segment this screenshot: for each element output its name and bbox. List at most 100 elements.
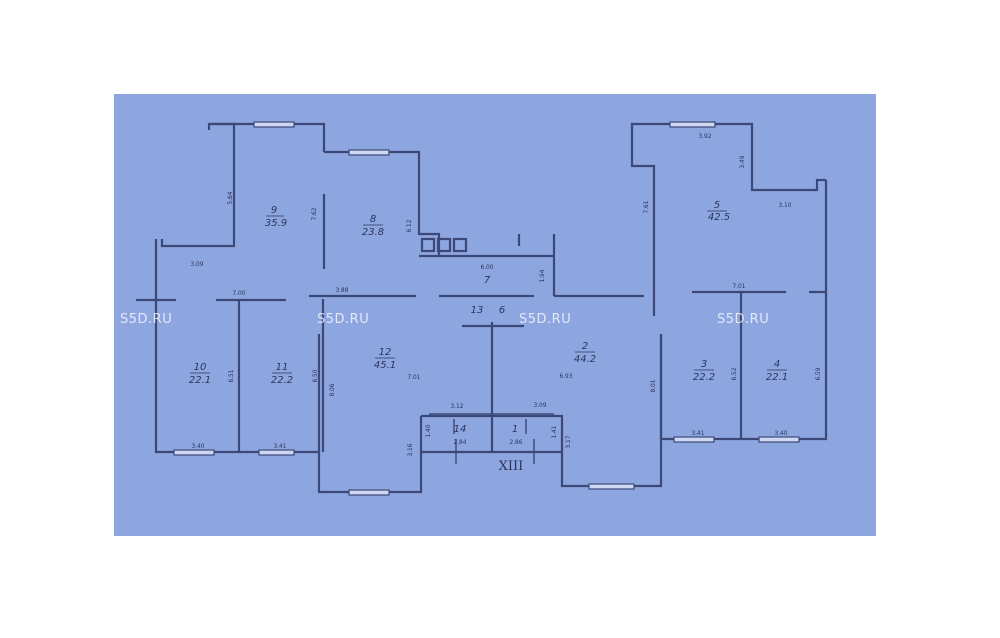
interior-walls (136, 194, 826, 454)
dimension-label: 7.00 (232, 289, 245, 297)
dimension-label: 7.01 (732, 282, 745, 290)
dimension-labels: 5.64 7.62 6.12 3.09 3.92 3.49 7.61 3.10 … (190, 132, 822, 457)
dimension-label: 3.16 (406, 443, 414, 456)
dimension-label: 1.41 (550, 425, 558, 438)
wall-room5-left (630, 124, 656, 292)
svg-text:10: 10 (194, 362, 207, 373)
svg-text:22.2: 22.2 (693, 372, 715, 383)
dimension-label: 1.40 (424, 424, 432, 437)
windows (173, 121, 800, 496)
dimension-label: 6.50 (311, 369, 319, 382)
room-12-label: 12 45.1 (374, 347, 396, 371)
dimension-label: 7.01 (407, 373, 420, 381)
dimension-label: 6.12 (405, 219, 413, 232)
room-4-label: 4 22.1 (766, 359, 788, 383)
floor-plan-drawing: S5D.RU S5D.RU S5D.RU S5D.RU 9 35.9 8 23.… (120, 121, 828, 496)
room-13-label: 13 (471, 305, 484, 316)
watermarks: S5D.RU S5D.RU S5D.RU S5D.RU (120, 312, 769, 327)
watermark: S5D.RU (717, 312, 769, 327)
room-7-label: 7 (484, 275, 491, 286)
dimension-label: 3.41 (691, 429, 704, 437)
window (669, 121, 716, 128)
room-3-label: 3 22.2 (693, 359, 715, 383)
dimension-label: 3.49 (738, 155, 746, 168)
svg-text:5: 5 (714, 200, 720, 211)
dimension-label: 3.09 (533, 401, 546, 409)
room-14-label: 14 (454, 424, 467, 435)
dimension-label: 3.17 (564, 435, 572, 448)
dimension-label: 8.06 (328, 383, 336, 396)
dimension-label: 6.52 (730, 367, 738, 380)
vent-shaft (420, 237, 436, 253)
svg-text:3: 3 (701, 359, 707, 370)
dimension-label: 2.86 (509, 438, 522, 446)
svg-text:7: 7 (484, 275, 491, 286)
svg-text:2: 2 (582, 341, 588, 352)
dimension-label: 2.84 (453, 438, 466, 446)
vent-shafts (420, 237, 468, 253)
svg-text:42.5: 42.5 (708, 212, 730, 223)
vent-shaft (436, 237, 452, 253)
svg-text:22.1: 22.1 (189, 375, 211, 386)
room-1-label: 1 (512, 424, 518, 435)
watermark: S5D.RU (317, 312, 369, 327)
dimension-label: 3.12 (450, 402, 463, 410)
window (673, 436, 715, 443)
dimension-label: 3.40 (774, 429, 787, 437)
dimension-label: 3.10 (778, 201, 791, 209)
dimension-label: 6.51 (227, 369, 235, 382)
room-5-label: 5 42.5 (707, 200, 730, 223)
watermark: S5D.RU (519, 312, 571, 327)
floor-plan-sheet: S5D.RU S5D.RU S5D.RU S5D.RU 9 35.9 8 23.… (114, 94, 876, 536)
dimension-label: 6.59 (814, 367, 822, 380)
dimension-label: 6.93 (559, 372, 572, 380)
watermark: S5D.RU (120, 312, 172, 327)
wall-top-left (209, 122, 326, 152)
window (253, 121, 295, 128)
window (588, 483, 635, 490)
svg-text:13: 13 (471, 305, 484, 316)
dimension-label: 3.09 (190, 260, 203, 268)
svg-text:22.1: 22.1 (766, 372, 788, 383)
svg-text:14: 14 (454, 424, 467, 435)
dimension-label: 7.61 (642, 200, 650, 213)
window (348, 149, 390, 156)
vent-shaft (452, 237, 468, 253)
svg-text:4: 4 (774, 359, 780, 370)
window (348, 489, 390, 496)
window (258, 449, 295, 456)
room-6-label: 6 (499, 305, 505, 316)
wall-right-wing (630, 122, 826, 192)
svg-text:23.8: 23.8 (362, 227, 384, 238)
dimension-label: 1.94 (538, 269, 546, 282)
dimension-label: 8.01 (649, 379, 657, 392)
window (758, 436, 800, 443)
room-11-label: 11 22.2 (271, 362, 293, 386)
svg-text:8: 8 (370, 214, 376, 225)
wall-room9-left (160, 122, 236, 248)
svg-text:12: 12 (379, 347, 392, 358)
wall-left-outer (154, 239, 423, 494)
section-marker: XIII (499, 459, 524, 474)
room-8-label: 8 23.8 (362, 214, 384, 238)
dimension-label: 5.64 (226, 191, 234, 204)
dimension-label: 3.92 (698, 132, 711, 140)
dimension-label: 3.41 (273, 442, 286, 450)
svg-text:9: 9 (271, 205, 277, 216)
svg-text:44.2: 44.2 (574, 354, 596, 365)
svg-text:1: 1 (512, 424, 518, 435)
wall-bottom-center (421, 180, 828, 488)
svg-text:35.9: 35.9 (265, 218, 287, 229)
room-10-label: 10 22.1 (189, 362, 211, 386)
window (173, 449, 215, 456)
room-9-label: 9 35.9 (265, 205, 287, 229)
svg-text:22.2: 22.2 (271, 375, 293, 386)
dimension-label: 3.88 (335, 286, 348, 294)
svg-text:11: 11 (276, 362, 289, 373)
ticks (429, 413, 554, 464)
dimension-label: 7.62 (310, 207, 318, 220)
dimension-label: 3.40 (191, 442, 204, 450)
dimension-label: 6.00 (480, 263, 493, 271)
room-2-label: 2 44.2 (574, 341, 596, 365)
svg-text:45.1: 45.1 (374, 360, 396, 371)
